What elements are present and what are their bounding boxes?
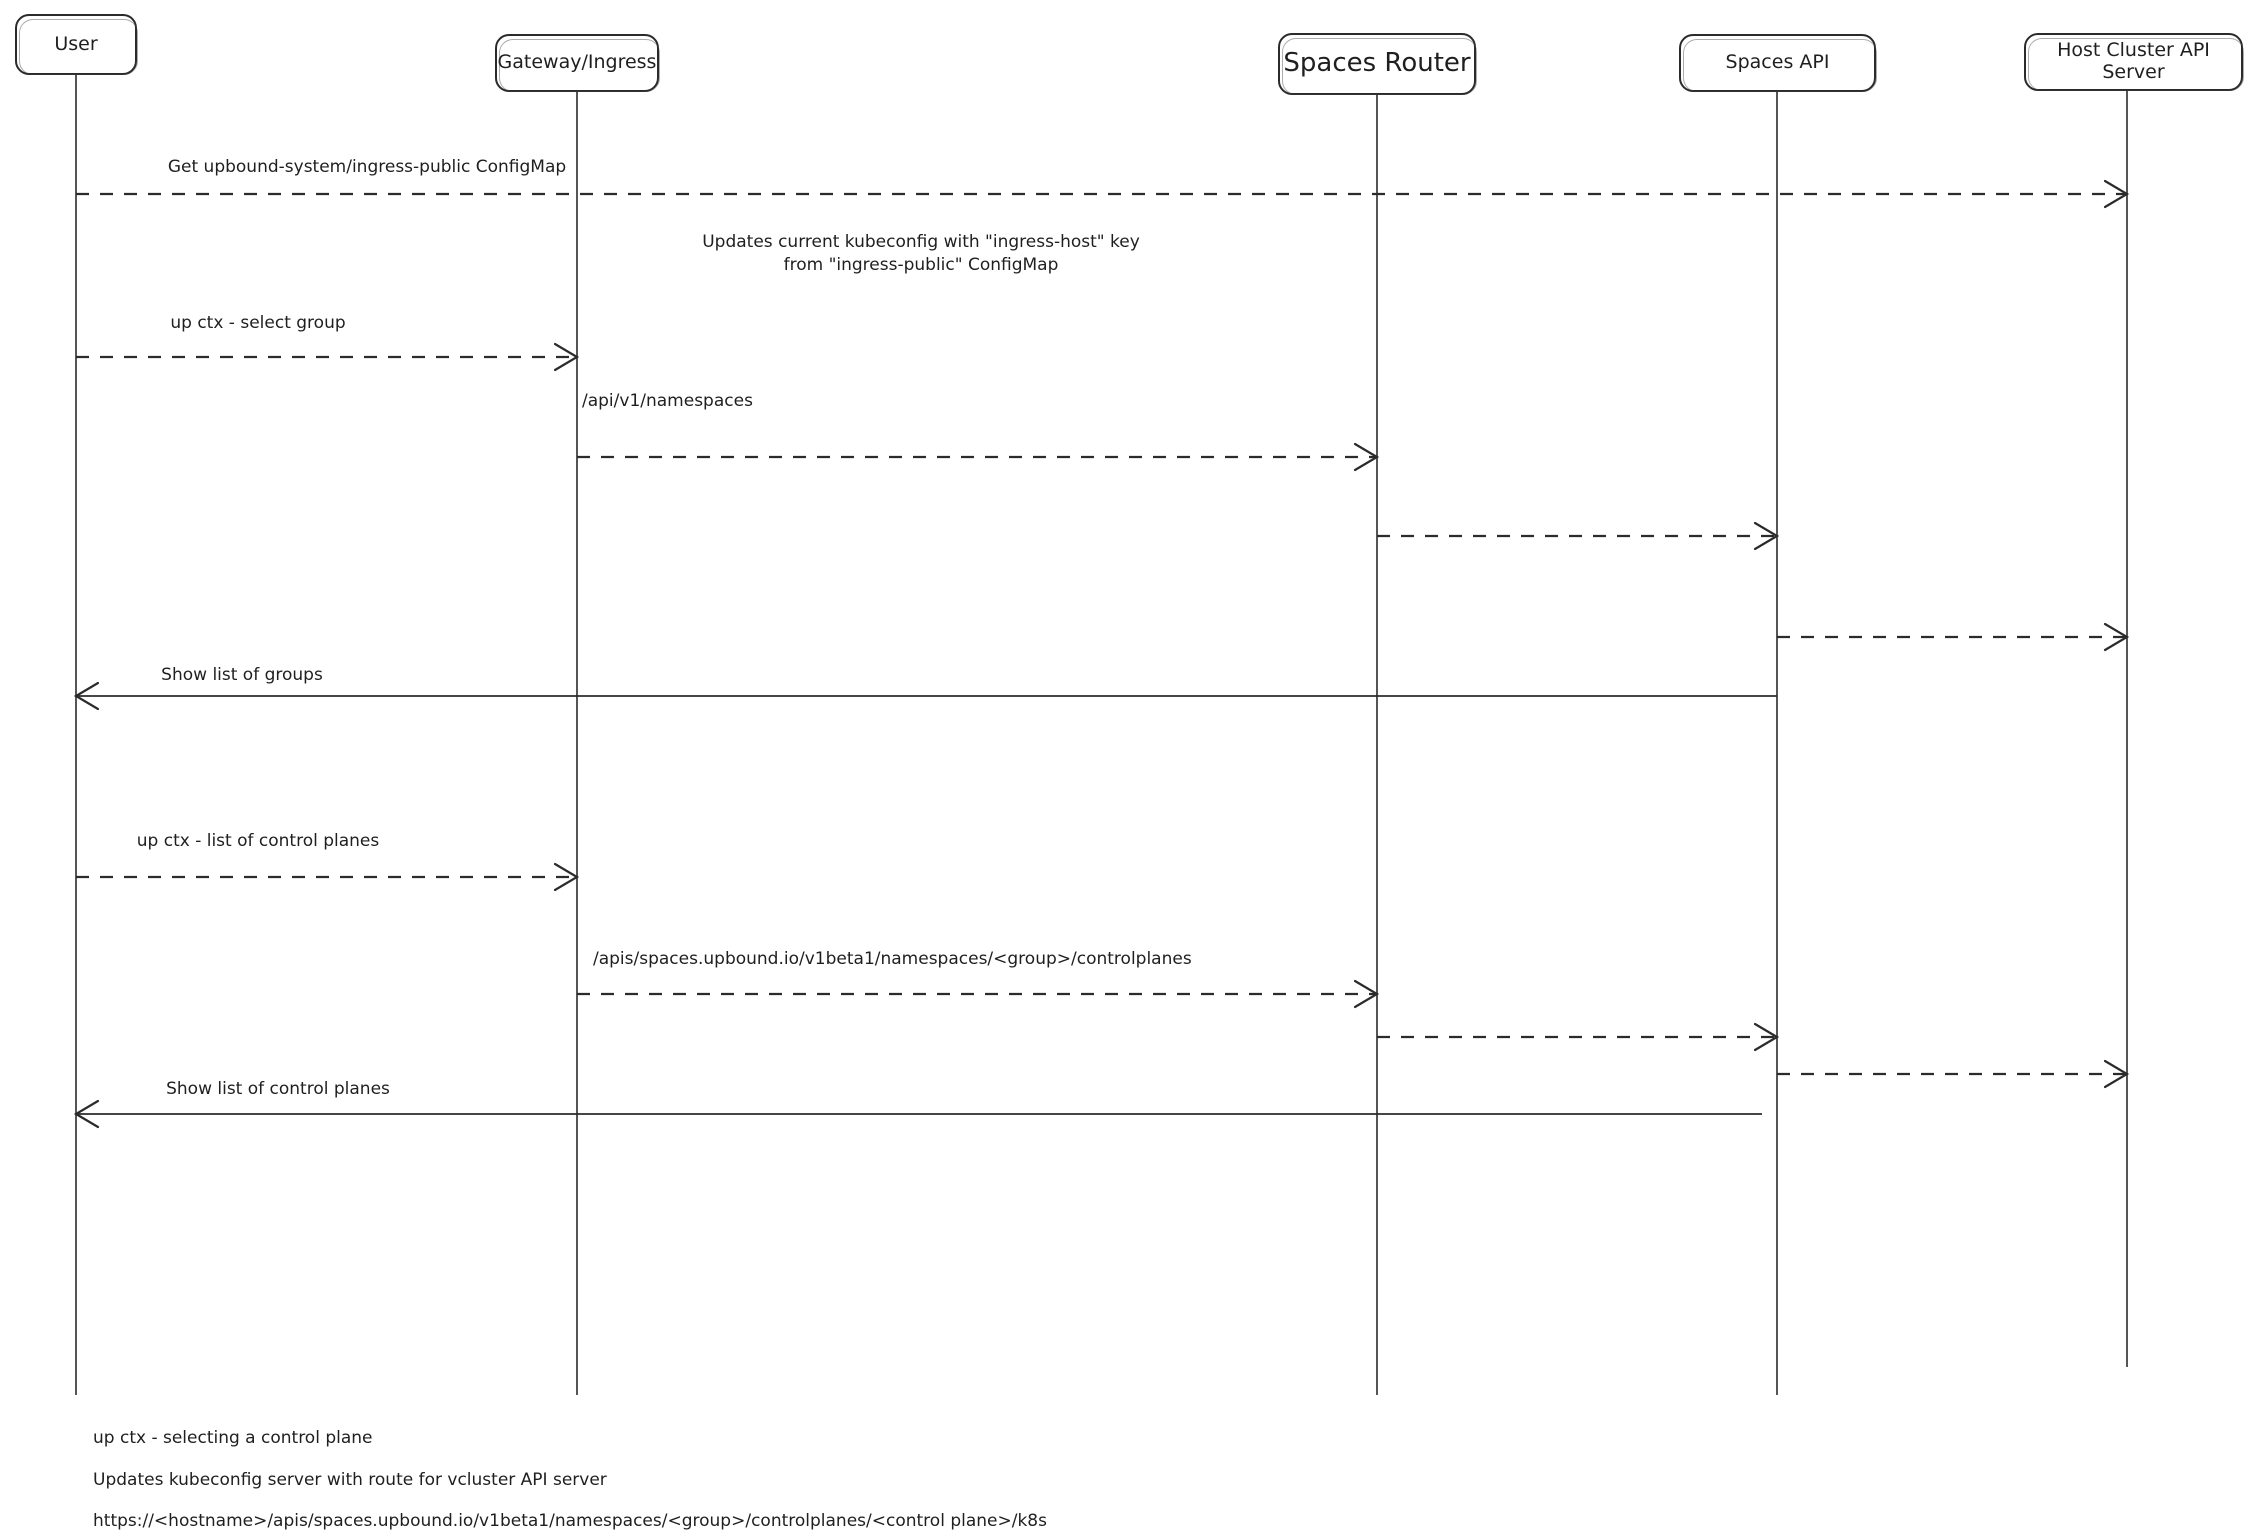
arrowhead-m5 xyxy=(2103,622,2130,652)
arrowhead-m8 xyxy=(1353,979,1380,1009)
message-m6 xyxy=(73,681,1777,711)
message-label-m7: up ctx - list of control planes xyxy=(136,831,380,851)
arrowhead-m1 xyxy=(2103,179,2130,209)
footer-note-note2: Updates kubeconfig server with route for… xyxy=(93,1470,607,1490)
arrowhead-m3 xyxy=(1353,442,1380,472)
arrowhead-m4 xyxy=(1753,521,1780,551)
arrowhead-m6 xyxy=(73,681,100,711)
participant-gateway[interactable]: Gateway/Ingress xyxy=(495,34,660,92)
message-label-m11: Show list of control planes xyxy=(166,1079,390,1099)
message-label-n1: Updates current kubeconfig with "ingress… xyxy=(702,232,1140,275)
message-m8 xyxy=(577,979,1380,1009)
participant-user[interactable]: User xyxy=(15,14,138,75)
participant-label-host: Host Cluster API Server xyxy=(2057,39,2210,83)
message-label-m3: /api/v1/namespaces xyxy=(582,391,753,411)
footer-note-note3: https://<hostname>/apis/spaces.upbound.i… xyxy=(93,1511,1047,1531)
arrowhead-m10 xyxy=(2103,1059,2130,1089)
footer-note-note1: up ctx - selecting a control plane xyxy=(93,1428,373,1448)
message-m9 xyxy=(1377,1022,1780,1052)
participant-label-api: Spaces API xyxy=(1725,51,1830,74)
participant-router[interactable]: Spaces Router xyxy=(1278,33,1477,95)
arrowhead-m9 xyxy=(1753,1022,1780,1052)
message-m4 xyxy=(1377,521,1780,551)
message-label-m2: up ctx - select group xyxy=(170,313,346,333)
message-m7 xyxy=(76,862,580,892)
participant-api[interactable]: Spaces API xyxy=(1679,34,1877,92)
participant-label-gateway: Gateway/Ingress xyxy=(497,51,657,74)
message-m2 xyxy=(76,342,580,372)
arrowhead-m7 xyxy=(553,862,580,892)
message-label-m6: Show list of groups xyxy=(161,665,323,685)
message-m10 xyxy=(1777,1059,2130,1089)
arrowhead-m11 xyxy=(73,1099,100,1129)
participant-label-router: Spaces Router xyxy=(1283,48,1471,79)
arrowhead-m2 xyxy=(553,342,580,372)
message-m1 xyxy=(76,179,2130,209)
message-label-m8: /apis/spaces.upbound.io/v1beta1/namespac… xyxy=(593,949,1192,969)
participant-label-user: User xyxy=(54,32,98,55)
message-m5 xyxy=(1777,622,2130,652)
message-label-m1: Get upbound-system/ingress-public Config… xyxy=(167,157,567,177)
participant-host[interactable]: Host Cluster API Server xyxy=(2024,33,2244,91)
message-m11 xyxy=(73,1099,1762,1129)
message-m3 xyxy=(577,442,1380,472)
